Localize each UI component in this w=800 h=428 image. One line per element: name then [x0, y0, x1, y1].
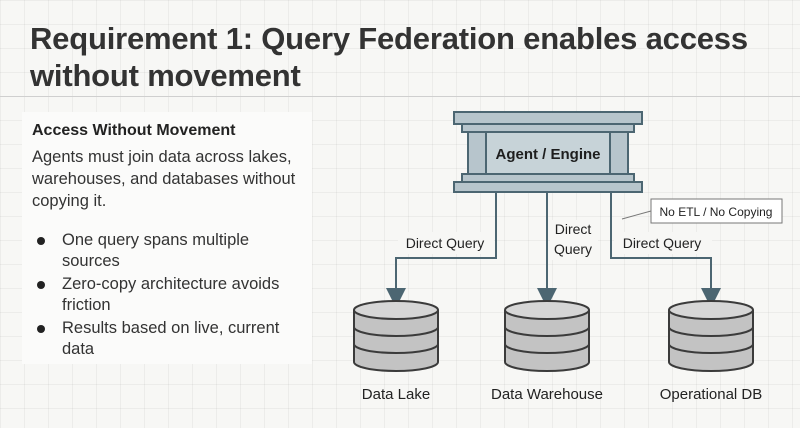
bullet-text: Zero-copy architecture avoids friction — [62, 275, 280, 314]
bullet-item: Zero-copy architecture avoids friction — [34, 274, 294, 316]
label-bg-middle — [550, 220, 598, 260]
no-etl-callout: No ETL / No Copying — [621, 198, 783, 224]
panel-body-text: Agents must join data across lakes, ware… — [32, 148, 296, 210]
engine-body — [485, 131, 611, 175]
data-lake-node: Data Lake — [353, 300, 439, 403]
engine-label: Agent / Engine — [496, 146, 601, 163]
database-label: Data Lake — [362, 386, 430, 403]
engine-bottom-beam — [453, 181, 643, 193]
bullet-text: One query spans multiple sources — [62, 231, 250, 270]
agent-engine-node: Agent / Engine — [453, 111, 643, 193]
database-icon — [668, 300, 754, 372]
bullet-dot-icon — [37, 325, 45, 333]
engine-top-ledge — [461, 123, 635, 133]
engine-right-pillar — [609, 131, 629, 175]
bullet-item: One query spans multiple sources — [34, 230, 294, 272]
database-label: Operational DB — [660, 386, 763, 403]
operational-db-node: Operational DB — [660, 300, 763, 403]
panel-heading: Access Without Movement — [32, 122, 236, 139]
title-divider — [0, 96, 800, 97]
database-icon — [504, 300, 590, 372]
engine-bottom-ledge — [461, 173, 635, 183]
callout-label: No ETL / No Copying — [660, 205, 773, 219]
label-bg-right — [614, 232, 712, 254]
slide-title: Requirement 1: Query Federation enables … — [30, 21, 748, 93]
bullet-text: Results based on live, current data — [62, 319, 280, 358]
arrow-to-data-lake — [386, 192, 497, 308]
label-bg-left — [398, 232, 494, 254]
bullet-dot-icon — [37, 237, 45, 245]
arrow-label-middle-line2: Query — [554, 241, 592, 257]
arrow-to-operational-db — [610, 192, 721, 308]
bullet-dot-icon — [37, 281, 45, 289]
arrow-label-left: Direct Query — [406, 235, 485, 251]
database-icon — [353, 300, 439, 372]
left-panel — [22, 112, 312, 364]
bullet-list: One query spans multiple sources Zero-co… — [34, 230, 294, 362]
engine-left-pillar — [467, 131, 487, 175]
arrow-label-middle-line1: Direct — [555, 221, 592, 237]
database-label: Data Warehouse — [491, 386, 603, 403]
engine-top-beam — [453, 111, 643, 125]
callout-leader-line — [621, 210, 652, 220]
data-warehouse-node: Data Warehouse — [491, 300, 603, 403]
bullet-item: Results based on live, current data — [34, 318, 294, 360]
callout-box — [650, 198, 783, 224]
arrow-label-right: Direct Query — [623, 235, 702, 251]
